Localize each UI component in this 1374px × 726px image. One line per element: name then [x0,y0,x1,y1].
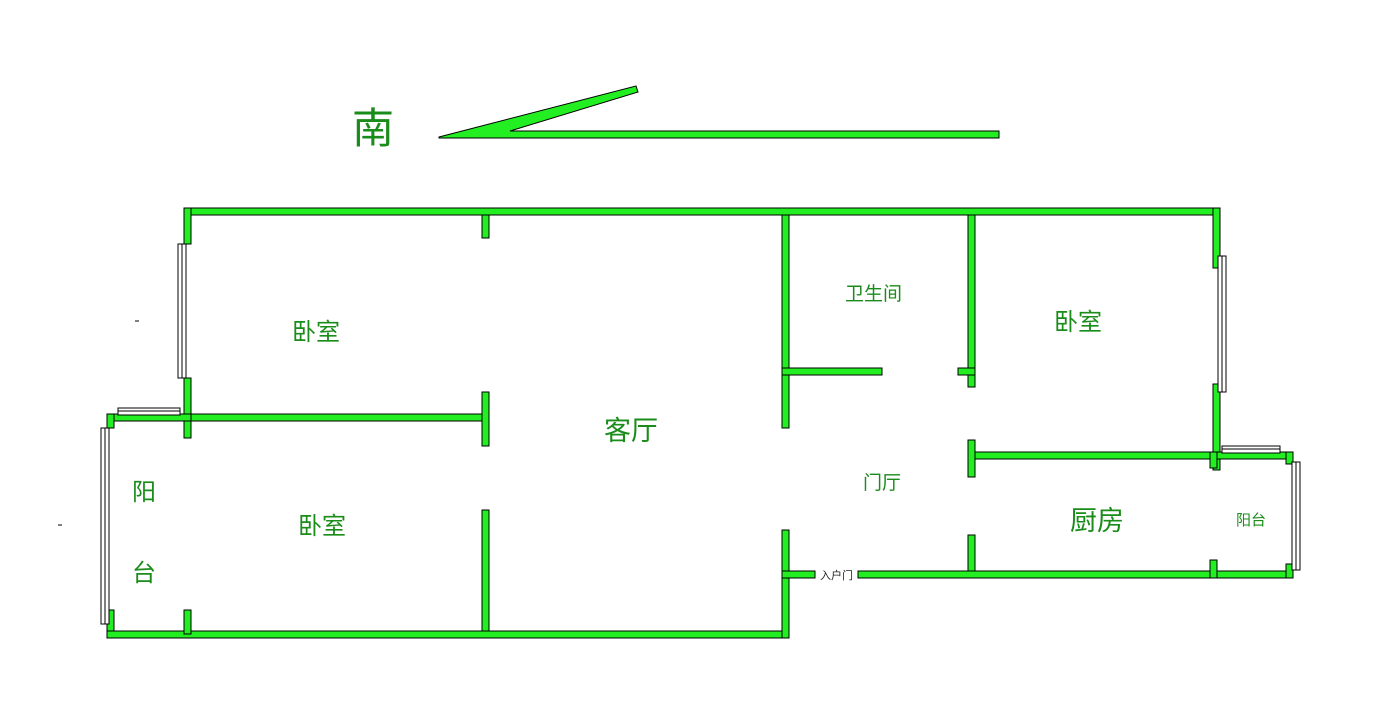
compass-label: 南 [352,104,395,153]
room-label-balcony-right: 阳台 [1236,511,1267,529]
entrance-label: 入户门 [820,569,853,582]
wall-left-upper-b [183,377,192,439]
wall-kbalcony-right-top [1285,451,1294,465]
wall-bedrooms-stub [481,391,490,447]
wall-bath-right [967,214,976,388]
wall-stub-bottom [481,509,490,635]
wall-bath-stub [957,367,976,376]
wall-kbalcony-right-bottom [1285,563,1294,579]
wall-entrance-left [781,570,816,579]
room-label-balcony-left-2: 台 [132,559,156,587]
wall-right-outer-top [1212,207,1221,269]
wall-top [183,207,1221,216]
wall-bedrooms-divider [183,413,490,422]
wall-bath-bottom [781,367,883,376]
wall-right-outer-bottom [1212,383,1221,471]
room-label-balcony-left-1: 阳 [132,478,156,506]
walls [106,207,1294,639]
room-label-bedroom-top-left: 卧室 [292,318,340,346]
wall-bedroom-kitchen [967,451,1221,460]
wall-kitchen-stub-top [967,439,976,478]
wall-stub-top [481,214,490,239]
wall-living-right-top [781,214,790,429]
room-label-foyer: 门厅 [863,472,902,494]
wall-balcony-stub [183,609,192,635]
wall-living-right-bottom [781,529,790,639]
compass-arrow [438,85,1000,139]
windows [100,243,1301,625]
room-label-kitchen: 厨房 [1070,506,1124,537]
room-label-bathroom: 卫生间 [845,283,903,305]
wall-bottom-left [106,630,790,639]
wall-kbalcony-divider-a [1209,451,1218,469]
room-label-living-room: 客厅 [604,416,658,447]
room-label-bedroom-right: 卧室 [1054,308,1102,336]
wall-kbalcony-divider-b [1209,559,1218,579]
wall-kitchen-bottom [857,570,1294,579]
wall-left-upper [183,207,192,245]
wall-balcony-left-top [106,413,115,429]
room-label-bedroom-bottom-left: 卧室 [298,512,346,540]
